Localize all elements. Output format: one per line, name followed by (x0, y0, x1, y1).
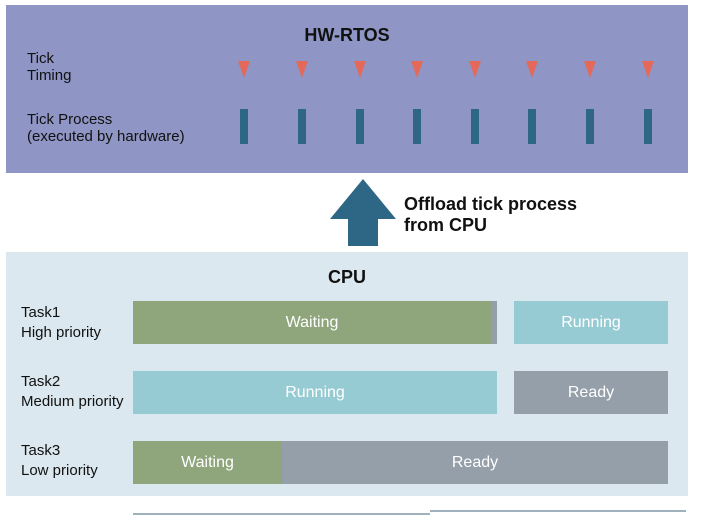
tick-process-bar (586, 109, 594, 144)
task1-transition-marker (491, 301, 497, 344)
task1-running-segment: Running (514, 301, 668, 344)
task3-name: Task3 (21, 442, 61, 459)
offload-caption: Offload tick process from CPU (404, 194, 578, 235)
task1-label: Task1 High priority (21, 303, 101, 343)
timeline-baseline-left (133, 513, 430, 515)
tick-process-label: Tick Process (executed by hardware) (27, 111, 185, 145)
task1-priority: High priority (21, 324, 102, 341)
task3-waiting-segment: Waiting (133, 441, 282, 484)
tick-timing-marker (238, 61, 250, 78)
tick-process-bar (356, 109, 364, 144)
hw-rtos-title: HW-RTOS (304, 25, 390, 45)
tick-timing-label: Tick Timing (27, 50, 72, 84)
tick-process-bar (644, 109, 652, 144)
task3-ready-segment: Ready (282, 441, 668, 484)
task2-running-segment: Running (133, 371, 497, 414)
tick-process-bar (471, 109, 479, 144)
tick-process-bar (413, 109, 421, 144)
timeline-baseline-right (430, 510, 686, 512)
tick-timing-marker (411, 61, 423, 78)
task1-name: Task1 (21, 304, 61, 321)
tick-timing-marker (526, 61, 538, 78)
tick-process-bar (240, 109, 248, 144)
tick-timing-marker (642, 61, 654, 78)
task2-priority: Medium priority (21, 393, 124, 410)
tick-timing-marker (469, 61, 481, 78)
task2-ready-segment: Ready (514, 371, 668, 414)
hw-rtos-panel: HW-RTOS Tick Timing Tick Process (execut… (6, 5, 688, 173)
task2-name: Task2 (21, 373, 61, 390)
tick-process-bar (528, 109, 536, 144)
tick-process-bar (298, 109, 306, 144)
task2-label: Task2 Medium priority (21, 372, 124, 412)
tick-timing-marker (354, 61, 366, 78)
tick-timing-marker (584, 61, 596, 78)
cpu-panel: CPU Task1 High priority Waiting Running … (6, 252, 688, 496)
task3-priority: Low priority (21, 462, 98, 479)
tick-timing-marker (296, 61, 308, 78)
cpu-title: CPU (327, 267, 366, 287)
task3-label: Task3 Low priority (21, 441, 98, 481)
task1-waiting-segment: Waiting (133, 301, 491, 344)
offload-arrow-icon (330, 179, 396, 246)
